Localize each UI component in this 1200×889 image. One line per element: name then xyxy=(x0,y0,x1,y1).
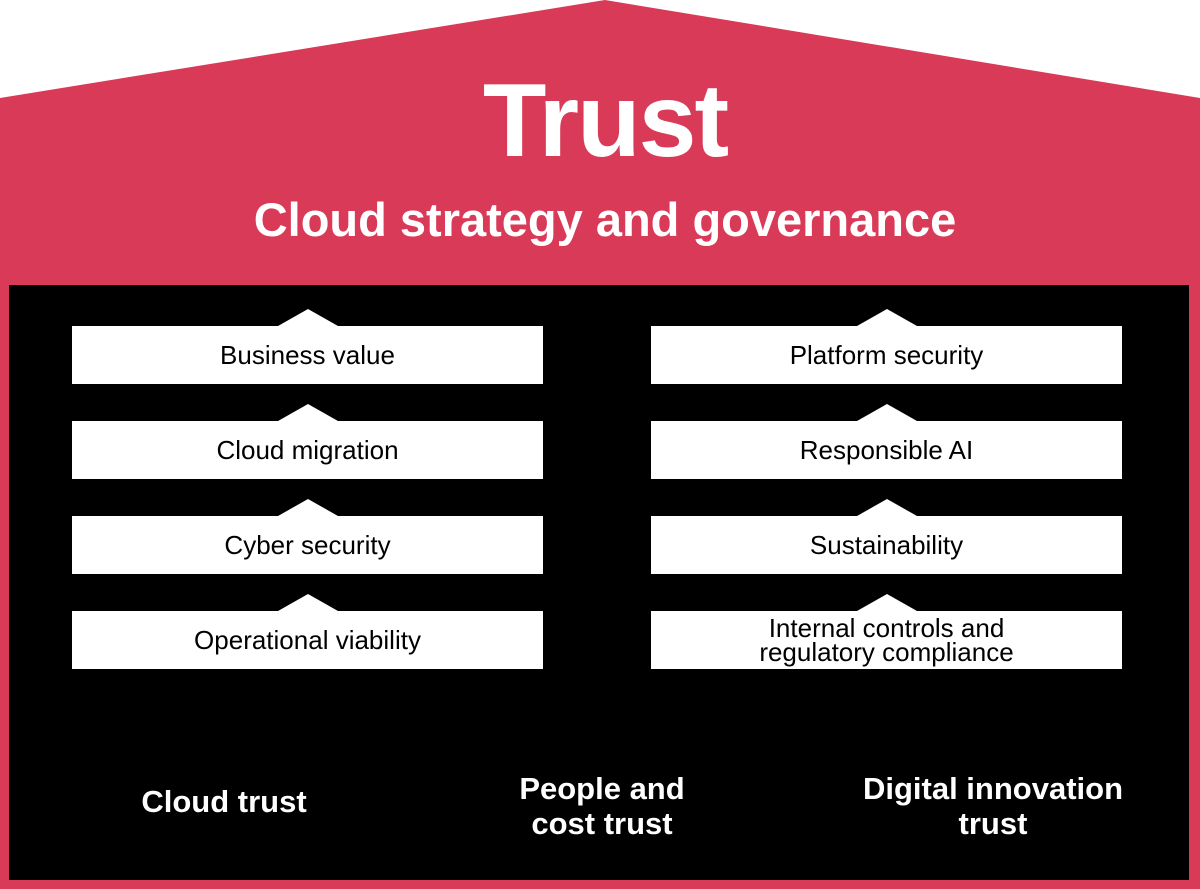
box-label: Cyber security xyxy=(224,530,391,560)
arrow-tab xyxy=(277,499,338,516)
subtitle: Cloud strategy and governance xyxy=(253,193,957,246)
pillar-cloud-trust: Cloud trust xyxy=(141,784,307,819)
arrow-tab xyxy=(277,594,338,611)
stack-box-operational-viability: Operational viability xyxy=(72,594,543,669)
arrow-tab xyxy=(277,309,338,326)
stack-box-platform-security: Platform security xyxy=(651,309,1122,384)
box-label: Sustainability xyxy=(809,530,964,560)
stack-box-sustainability: Sustainability xyxy=(651,499,1122,574)
arrow-tab xyxy=(856,594,917,611)
box-label: Platform security xyxy=(789,340,984,370)
stack-box-cyber-security: Cyber security xyxy=(72,499,543,574)
arrow-tab xyxy=(277,404,338,421)
main-title: Trust xyxy=(482,63,729,179)
arrow-tab xyxy=(856,404,917,421)
box-label: Internal controls and regulatory complia… xyxy=(759,613,1014,667)
stack-box-cloud-migration: Cloud migration xyxy=(72,404,543,479)
box-label: Cloud migration xyxy=(216,435,399,465)
house-body xyxy=(9,285,1189,880)
arrow-tab xyxy=(856,309,917,326)
stack-box-business-value: Business value xyxy=(72,309,543,384)
stack-box-internal-controls: Internal controls and regulatory complia… xyxy=(651,594,1122,669)
pillar-people-cost-trust: People and cost trust xyxy=(519,771,685,841)
stack-box-responsible-ai: Responsible AI xyxy=(651,404,1122,479)
box-label: Business value xyxy=(220,340,395,370)
pillar-digital-innovation-trust: Digital innovation trust xyxy=(862,771,1124,841)
box-label: Responsible AI xyxy=(799,435,974,465)
box-label: Operational viability xyxy=(194,625,421,655)
arrow-tab xyxy=(856,499,917,516)
